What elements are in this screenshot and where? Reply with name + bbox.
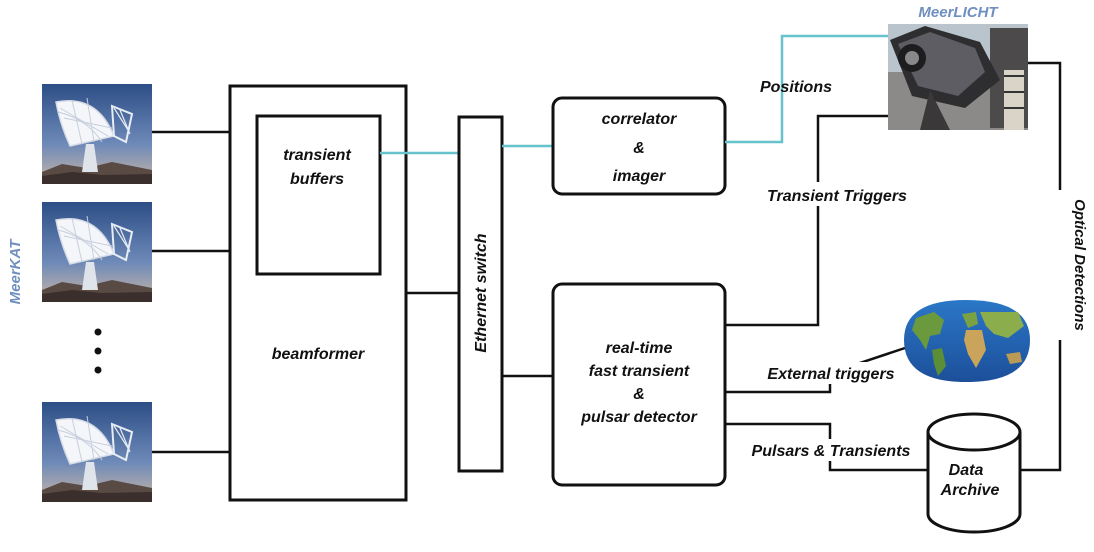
transient-buffers-box [257,116,380,274]
meerlicht-image [888,24,1028,130]
positions-label: Positions [760,79,832,96]
detector-label-line3: & [633,386,645,403]
external-triggers-label: External triggers [767,366,894,383]
correlator-label-line2: & [633,140,645,157]
radio-dish-icon [42,84,152,184]
antenna-1 [42,84,152,184]
pulsars-transients-label: Pulsars & Transients [752,443,911,460]
world-map-icon [904,300,1030,382]
transient-triggers-label: Transient Triggers [767,188,907,205]
antenna-ellipsis [95,329,102,374]
detector-label-line1: real-time [606,340,673,357]
meerkat-label: MeerKAT [7,238,24,305]
correlator-label-line3: imager [613,168,666,185]
correlator-label-line1: correlator [602,111,677,128]
radio-dish-icon [42,402,152,502]
radio-dish-icon [42,202,152,302]
transient-buffers-line2: buffers [290,171,344,188]
beamformer-label: beamformer [272,346,365,363]
optical-detections-label: Optical Detections [1071,199,1088,331]
transient-buffers-line1: transient [283,147,351,164]
detector-label-line2: fast transient [589,363,690,380]
ethernet-switch-label: Ethernet switch [473,233,490,352]
meerlicht-label: MeerLICHT [918,4,999,21]
data-archive-line2: Archive [940,482,1000,499]
detector-box [553,284,725,485]
data-archive-line1: Data [949,462,984,479]
antenna-2 [42,202,152,302]
antenna-3 [42,402,152,502]
detector-label-line4: pulsar detector [580,409,697,426]
